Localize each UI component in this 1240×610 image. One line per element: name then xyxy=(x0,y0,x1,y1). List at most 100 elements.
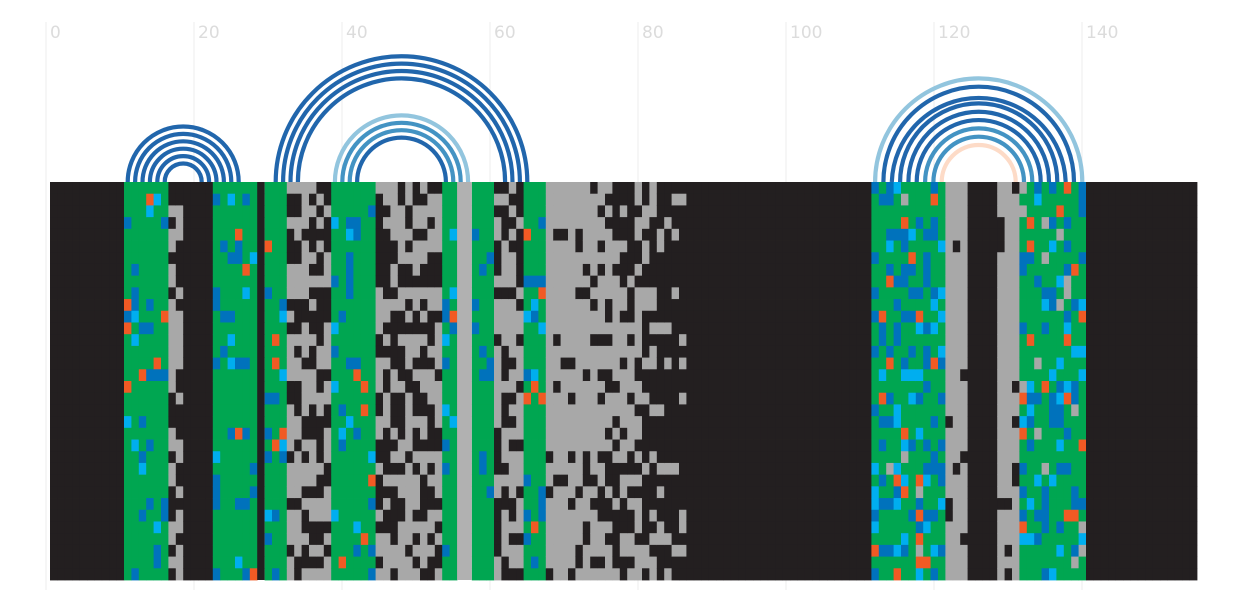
alignment-cell xyxy=(360,439,369,452)
alignment-cell xyxy=(383,381,391,394)
alignment-cell xyxy=(945,404,954,417)
alignment-cell xyxy=(642,392,650,405)
alignment-cell xyxy=(1063,217,1072,230)
alignment-cell xyxy=(1049,275,1057,288)
alignment-cell xyxy=(849,322,857,335)
alignment-cell xyxy=(804,462,813,476)
alignment-cell xyxy=(738,193,746,206)
alignment-cell xyxy=(1063,509,1072,522)
alignment-cell xyxy=(383,275,391,288)
alignment-cell xyxy=(124,392,132,405)
alignment-cell xyxy=(945,544,954,557)
alignment-cell xyxy=(545,533,554,546)
alignment-cell xyxy=(205,240,214,253)
alignment-cell xyxy=(101,556,110,569)
alignment-cell xyxy=(1123,322,1131,335)
alignment-cell xyxy=(545,193,554,206)
alignment-cell xyxy=(138,474,147,487)
alignment-cell xyxy=(501,474,510,487)
alignment-cell xyxy=(590,228,598,241)
alignment-cell xyxy=(397,498,406,511)
alignment-cell xyxy=(982,275,991,288)
alignment-cell xyxy=(989,345,998,358)
alignment-cell xyxy=(627,474,635,487)
alignment-cell xyxy=(420,498,428,511)
alignment-cell xyxy=(738,544,746,557)
alignment-cell xyxy=(797,252,806,265)
alignment-cell xyxy=(753,252,761,265)
alignment-cell xyxy=(146,521,154,534)
alignment-cell xyxy=(760,521,769,534)
alignment-cell xyxy=(523,287,532,300)
alignment-cell xyxy=(597,498,606,511)
alignment-cell xyxy=(316,193,325,206)
alignment-cell xyxy=(915,462,924,476)
alignment-cell xyxy=(412,533,421,546)
alignment-cell xyxy=(383,509,391,522)
alignment-cell xyxy=(1137,299,1146,312)
alignment-cell xyxy=(871,299,880,312)
alignment-cell xyxy=(649,193,658,206)
alignment-cell xyxy=(1019,521,1028,534)
alignment-cell xyxy=(190,263,199,277)
alignment-cell xyxy=(886,263,894,277)
alignment-cell xyxy=(405,357,413,370)
alignment-cell xyxy=(790,217,798,230)
alignment-cell xyxy=(671,544,680,557)
alignment-cell xyxy=(716,462,724,476)
alignment-cell xyxy=(368,462,376,476)
alignment-cell xyxy=(138,275,147,288)
alignment-cell xyxy=(1056,416,1065,429)
alignment-cell xyxy=(730,310,739,323)
alignment-cell xyxy=(938,193,946,206)
alignment-cell xyxy=(701,381,709,394)
alignment-cell xyxy=(1004,263,1013,277)
alignment-cell xyxy=(1100,509,1109,522)
alignment-cell xyxy=(227,217,236,230)
alignment-cell xyxy=(57,451,66,464)
alignment-cell xyxy=(612,556,621,569)
alignment-cell xyxy=(701,334,709,347)
alignment-cell xyxy=(427,392,436,405)
alignment-cell xyxy=(94,416,103,429)
alignment-cell xyxy=(915,299,924,312)
alignment-cell xyxy=(642,533,650,546)
alignment-cell xyxy=(346,392,354,405)
alignment-cell xyxy=(575,439,584,452)
alignment-cell xyxy=(975,275,983,288)
alignment-cell xyxy=(146,182,154,195)
alignment-cell xyxy=(760,427,769,440)
alignment-cell xyxy=(101,287,110,300)
alignment-cell xyxy=(168,392,177,405)
alignment-cell xyxy=(671,486,680,499)
alignment-cell xyxy=(508,392,517,405)
alignment-cell xyxy=(516,462,524,476)
alignment-cell xyxy=(671,451,680,464)
alignment-cell xyxy=(64,486,73,499)
alignment-cell xyxy=(1108,392,1116,405)
alignment-cell xyxy=(427,533,436,546)
base-pair-arc xyxy=(873,76,1085,183)
alignment-cell xyxy=(634,427,643,440)
alignment-cell xyxy=(1056,544,1065,557)
alignment-cell xyxy=(190,205,199,218)
alignment-cell xyxy=(730,334,739,347)
alignment-cell xyxy=(1130,252,1139,265)
alignment-cell xyxy=(523,345,532,358)
alignment-cell xyxy=(989,416,998,429)
alignment-cell xyxy=(856,416,865,429)
alignment-cell xyxy=(597,381,606,394)
alignment-cell xyxy=(553,275,561,288)
alignment-cell xyxy=(738,182,746,195)
alignment-cell xyxy=(1093,182,1102,195)
alignment-cell xyxy=(997,404,1005,417)
alignment-cell xyxy=(412,345,421,358)
alignment-cell xyxy=(338,451,347,464)
alignment-cell xyxy=(508,345,517,358)
alignment-cell xyxy=(87,451,95,464)
alignment-cell xyxy=(405,427,413,440)
alignment-cell xyxy=(1130,369,1139,382)
alignment-cell xyxy=(679,521,687,534)
alignment-cell xyxy=(619,193,628,206)
alignment-cell xyxy=(1108,252,1116,265)
